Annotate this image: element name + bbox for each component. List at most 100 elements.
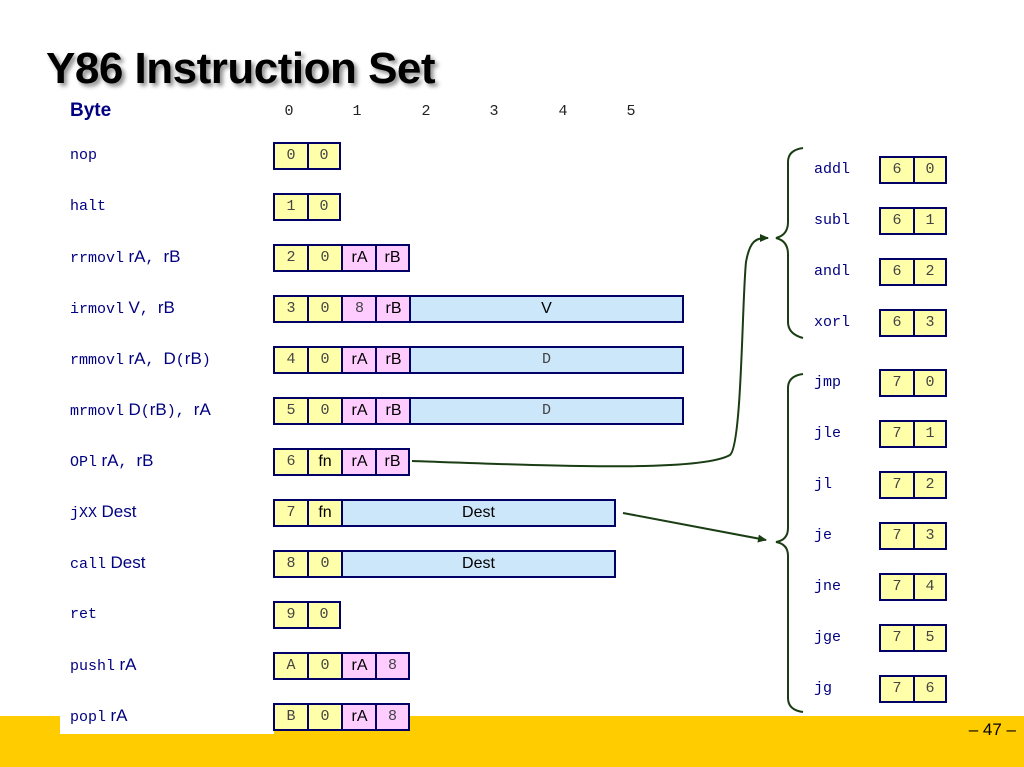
encoding-cell: V bbox=[409, 295, 684, 323]
function-code-cell: 1 bbox=[913, 207, 947, 235]
instruction-mnemonic: ret bbox=[70, 606, 98, 623]
encoding-cell: rA bbox=[341, 703, 378, 731]
instruction-row-label: jXX Dest bbox=[70, 497, 136, 527]
instruction-operands: rA bbox=[119, 655, 137, 674]
instruction-mnemonic: popl bbox=[70, 709, 107, 726]
footer-label-backdrop bbox=[60, 700, 274, 734]
instruction-operands: rA, rB bbox=[128, 247, 181, 267]
instruction-row-label: mrmovl D(rB), rA bbox=[70, 395, 211, 425]
function-code-cell: 2 bbox=[913, 258, 947, 286]
byte-number: 2 bbox=[421, 103, 431, 120]
function-code-cell: 6 bbox=[879, 156, 915, 184]
function-name: subl bbox=[814, 212, 851, 229]
function-code-cell: 0 bbox=[913, 369, 947, 397]
function-code-cell: 7 bbox=[879, 420, 915, 448]
function-name: jmp bbox=[814, 374, 842, 391]
instruction-mnemonic: rrmovl bbox=[70, 250, 125, 267]
function-name: jl bbox=[814, 476, 833, 493]
instruction-mnemonic: OPl bbox=[70, 454, 98, 471]
encoding-cell: 9 bbox=[273, 601, 309, 629]
encoding-cell: 0 bbox=[307, 244, 343, 272]
function-name: jne bbox=[814, 578, 842, 595]
instruction-operands: V, rB bbox=[128, 298, 175, 318]
encoding-cell: rA bbox=[341, 397, 378, 425]
encoding-cell: Dest bbox=[341, 499, 616, 527]
encoding-cell: 0 bbox=[307, 550, 343, 578]
encoding-cell: 8 bbox=[341, 295, 378, 323]
instruction-mnemonic: nop bbox=[70, 147, 98, 164]
instruction-mnemonic: jXX bbox=[70, 505, 98, 522]
function-code-cell: 5 bbox=[913, 624, 947, 652]
instruction-mnemonic: pushl bbox=[70, 658, 116, 675]
encoding-cell: rB bbox=[375, 346, 412, 374]
encoding-cell: 8 bbox=[375, 703, 410, 731]
encoding-cell: 0 bbox=[307, 193, 341, 221]
instruction-operands: Dest bbox=[110, 553, 146, 572]
encoding-cell: 0 bbox=[307, 295, 343, 323]
encoding-cell: 0 bbox=[273, 142, 309, 170]
byte-number: 4 bbox=[558, 103, 568, 120]
instruction-row-label: OPl rA, rB bbox=[70, 446, 153, 476]
instruction-row-label: popl rA bbox=[70, 701, 127, 731]
encoding-cell: D bbox=[409, 397, 684, 425]
instruction-row-label: irmovl V, rB bbox=[70, 293, 175, 323]
encoding-cell: rB bbox=[375, 397, 412, 425]
byte-header: Byte bbox=[70, 100, 112, 121]
instruction-operands: rA, D(rB) bbox=[128, 349, 211, 369]
encoding-cell: 3 bbox=[273, 295, 309, 323]
instruction-row-label: ret bbox=[70, 599, 97, 629]
encoding-cell: B bbox=[273, 703, 309, 731]
function-code-cell: 3 bbox=[913, 522, 947, 550]
function-name: xorl bbox=[814, 314, 851, 331]
byte-number: 3 bbox=[489, 103, 499, 120]
function-name: andl bbox=[814, 263, 851, 280]
instruction-row-label: nop bbox=[70, 140, 97, 170]
function-code-cell: 1 bbox=[913, 420, 947, 448]
function-name: je bbox=[814, 527, 833, 544]
instruction-mnemonic: rmmovl bbox=[70, 352, 125, 369]
instruction-row-label: call Dest bbox=[70, 548, 145, 578]
slide-title: Y86 Instruction Set bbox=[46, 44, 436, 93]
function-code-cell: 0 bbox=[913, 156, 947, 184]
encoding-cell: 0 bbox=[307, 142, 341, 170]
function-code-cell: 7 bbox=[879, 522, 915, 550]
op-group-brace bbox=[775, 147, 804, 339]
instruction-mnemonic: call bbox=[70, 556, 107, 573]
function-code-cell: 7 bbox=[879, 573, 915, 601]
byte-number: 0 bbox=[284, 103, 294, 120]
encoding-cell: rA bbox=[341, 448, 378, 476]
instruction-mnemonic: halt bbox=[70, 198, 107, 215]
encoding-cell: 0 bbox=[307, 601, 341, 629]
function-name: jg bbox=[814, 680, 833, 697]
page-number: – 47 – bbox=[968, 720, 1016, 739]
function-code-cell: 3 bbox=[913, 309, 947, 337]
encoding-cell: rB bbox=[375, 244, 410, 272]
encoding-cell: 0 bbox=[307, 652, 343, 680]
instruction-row-label: rmmovl rA, D(rB) bbox=[70, 344, 211, 374]
function-code-cell: 6 bbox=[913, 675, 947, 703]
function-code-cell: 4 bbox=[913, 573, 947, 601]
encoding-cell: fn bbox=[307, 448, 343, 476]
instruction-operands: rA, rB bbox=[101, 451, 154, 471]
function-code-cell: 6 bbox=[879, 207, 915, 235]
encoding-cell: 8 bbox=[375, 652, 410, 680]
instruction-mnemonic: irmovl bbox=[70, 301, 125, 318]
function-code-cell: 2 bbox=[913, 471, 947, 499]
instruction-row-label: pushl rA bbox=[70, 650, 136, 680]
jxx-to-jump-group-arrow bbox=[622, 512, 767, 543]
instruction-row-label: rrmovl rA, rB bbox=[70, 242, 180, 272]
byte-number: 5 bbox=[626, 103, 636, 120]
encoding-cell: Dest bbox=[341, 550, 616, 578]
instruction-row-label: halt bbox=[70, 191, 106, 221]
encoding-cell: rB bbox=[375, 448, 410, 476]
opl-to-op-group-arrow bbox=[411, 234, 769, 468]
byte-number: 1 bbox=[352, 103, 362, 120]
function-name: addl bbox=[814, 161, 851, 178]
function-code-cell: 7 bbox=[879, 471, 915, 499]
instruction-operands: rA bbox=[110, 706, 128, 725]
jump-group-brace bbox=[775, 373, 804, 713]
instruction-operands: D(rB), rA bbox=[128, 400, 211, 420]
function-name: jle bbox=[814, 425, 842, 442]
instruction-operands: Dest bbox=[101, 502, 137, 521]
